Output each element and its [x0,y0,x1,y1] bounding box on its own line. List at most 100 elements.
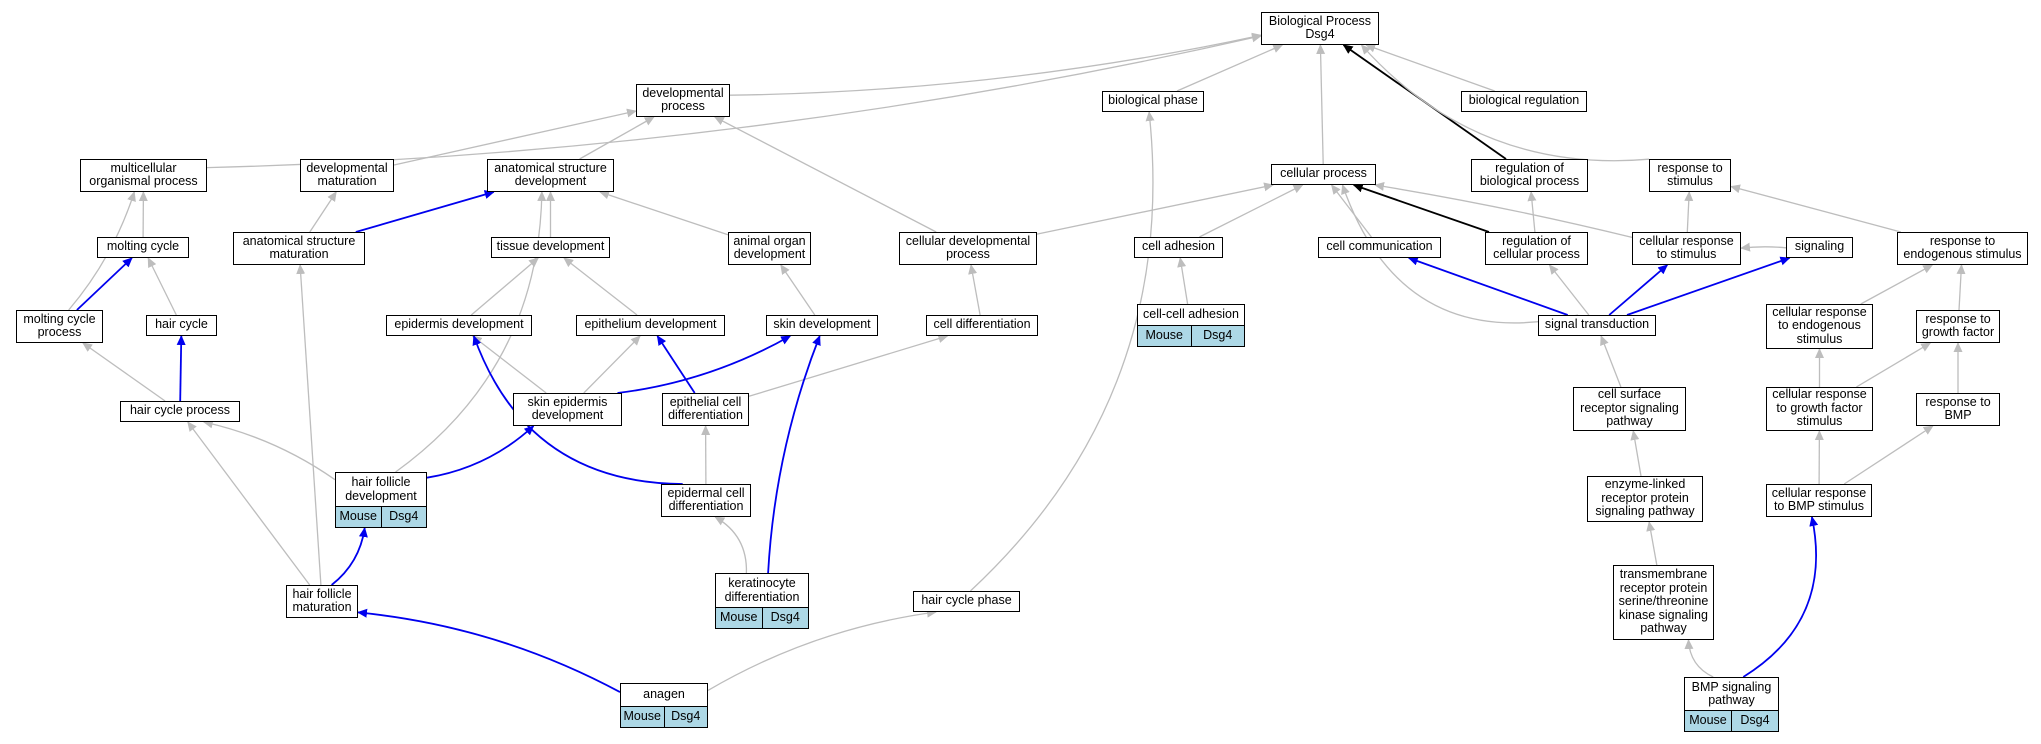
go-term-node-devmat[interactable]: developmental maturation [300,159,394,192]
edge-bmp-to-tmrp [1684,639,1714,678]
go-term-node-organ[interactable]: animal organ development [728,232,811,265]
go-term-label: signal transduction [1544,317,1650,332]
edge-cellrespgf-to-respgf [1856,342,1932,388]
go-term-label: developmental process [642,85,724,113]
go-term-node-bphase[interactable]: biological phase [1102,91,1204,112]
go-term-node-haircycle[interactable]: hair cycle [146,315,217,336]
species-tag: Mouse [1138,326,1191,346]
edge-sigtrans-to-cellresp [1608,264,1669,316]
species-tag: Mouse [621,707,664,727]
go-term-label: epidermis development [394,317,524,332]
go-term-node-enzyme[interactable]: enzyme-linked receptor protein signaling… [1587,476,1703,522]
go-term-label: regulation of cellular process [1493,233,1580,261]
go-term-node-epidev[interactable]: epidermis development [386,315,532,336]
edge-hfmat-to-hfdev [331,527,368,586]
go-term-node-adhesion[interactable]: cell adhesion [1134,237,1223,258]
go-term-node-cellrespgf[interactable]: cellular response to growth factor stimu… [1766,387,1873,431]
go-term-label: keratinocyte differentiation [724,576,800,604]
edge-organ-to-asdev [599,190,729,236]
edge-haircycle-to-molt [147,257,177,316]
go-term-node-hcphase[interactable]: hair cycle phase [913,591,1020,612]
edge-comm-to-cellproc [1330,184,1372,238]
go-term-node-regcell[interactable]: regulation of cellular process [1485,232,1588,265]
go-term-label: cellular response to growth factor stimu… [1772,387,1867,429]
edge-hfmat-to-asmat [296,264,322,586]
edge-hfdev-to-hcproc [202,419,336,481]
go-term-node-tissue[interactable]: tissue development [491,237,610,258]
go-term-node-devproc[interactable]: developmental process [636,84,730,117]
go-term-node-celldiff[interactable]: cell differentiation [926,315,1038,336]
edge-skindev-to-organ [780,264,816,316]
go-term-node-moltproc[interactable]: molting cycle process [16,310,103,343]
go-term-node-skindev[interactable]: skin development [766,315,878,336]
go-term-node-sigtrans[interactable]: signal transduction [1538,315,1656,336]
go-term-node-hfmat[interactable]: hair follicle maturation [286,585,358,618]
edge-ccadh-to-adhesion [1177,257,1189,305]
go-term-node-cellrespbmp[interactable]: cellular response to BMP stimulus [1766,484,1872,517]
edge-asdev-to-devproc [579,116,655,160]
go-term-node-bp[interactable]: Biological Process Dsg4 [1261,12,1379,45]
go-term-node-epidcelldiff[interactable]: epidermal cell differentiation [661,484,751,517]
go-term-node-epith[interactable]: epithelium development [576,315,725,336]
go-term-node-cellresp[interactable]: cellular response to stimulus [1632,232,1741,265]
go-term-node-tmrp[interactable]: transmembrane receptor protein serine/th… [1613,565,1714,640]
go-term-label: response to BMP [1925,394,1991,422]
edge-adhesion-to-cellproc [1199,184,1304,238]
go-term-node-resp[interactable]: response to stimulus [1649,159,1731,192]
go-term-node-asdev[interactable]: anatomical structure development [487,159,614,192]
go-term-label: biological regulation [1468,93,1580,108]
go-term-node-epicelldiff[interactable]: epithelial cell differentiation [662,393,749,426]
edge-sigtrans-to-comm [1407,256,1569,316]
species-tag: Mouse [1685,711,1731,731]
species-tag: Mouse [716,608,762,628]
edge-celldiff-to-celldev [968,264,981,316]
go-term-label: cellular response to stimulus [1639,233,1734,261]
go-term-label: cellular response to BMP stimulus [1771,485,1867,513]
go-term-node-respendo[interactable]: response to endogenous stimulus [1897,232,2028,265]
gene-tag: Dsg4 [1731,711,1778,731]
edge-hfdev-to-skinepi [426,425,535,479]
go-term-node-skinepi[interactable]: skin epidermis development [513,393,622,426]
edge-cellproc-to-bp [1316,44,1326,165]
go-term-node-hcproc[interactable]: hair cycle process [120,401,240,422]
go-term-label: anatomical structure maturation [242,233,356,261]
edge-epith-to-tissue [563,257,638,316]
edge-moltproc-to-molt [76,257,133,311]
go-term-label: epidermal cell differentiation [667,485,745,513]
go-term-node-respgf[interactable]: response to growth factor [1916,310,2000,343]
edge-tmrp-to-enzyme [1646,521,1658,566]
go-term-label: animal organ development [733,233,806,261]
go-term-node-molt[interactable]: molting cycle [97,237,189,258]
go-term-node-regbio[interactable]: regulation of biological process [1471,159,1588,192]
go-term-label: molting cycle process [23,311,96,339]
go-term-node-csrsp[interactable]: cell surface receptor signaling pathway [1573,387,1686,431]
go-term-label: regulation of biological process [1479,160,1580,188]
edge-skinepi-to-epith [583,335,641,394]
go-term-node-cellproc[interactable]: cellular process [1271,164,1376,185]
gene-tag: Dsg4 [1190,326,1244,346]
edge-regcell-to-cellproc [1352,183,1490,233]
go-term-node-cellrespendo[interactable]: cellular response to endogenous stimulus [1766,304,1873,349]
go-term-label: skin development [773,317,871,332]
go-term-label: anatomical structure development [494,160,607,188]
edge-celldev-to-devproc [713,116,937,233]
edge-sigtrans-to-signaling [1626,256,1791,316]
go-term-label: cellular process [1280,166,1367,181]
edge-sigtrans-to-cellproc [1341,184,1579,324]
go-term-node-respbmp[interactable]: response to BMP [1916,393,2000,426]
edge-devproc-to-bp [729,32,1262,96]
go-term-node-signaling[interactable]: signaling [1786,237,1853,258]
go-term-node-bioreg[interactable]: biological regulation [1461,91,1587,112]
edge-hcphase-to-bphase [969,111,1155,592]
go-term-node-celldev[interactable]: cellular developmental process [899,232,1037,265]
go-term-node-multi[interactable]: multicellular organismal process [80,159,207,192]
go-term-node-asmat[interactable]: anatomical structure maturation [233,232,365,265]
go-term-node-comm[interactable]: cell communication [1318,237,1441,258]
